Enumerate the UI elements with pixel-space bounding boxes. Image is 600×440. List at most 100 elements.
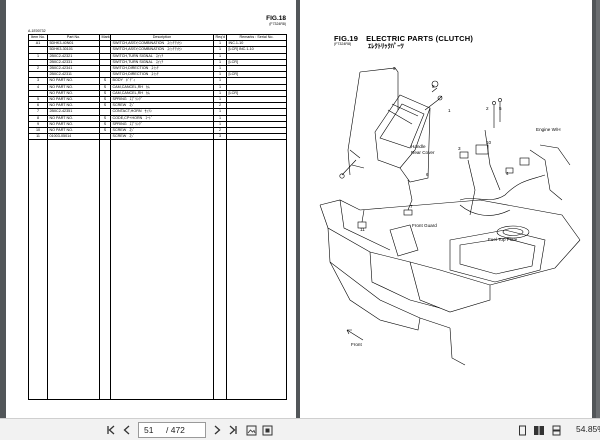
svg-text:9: 9 xyxy=(393,66,396,71)
last-page-icon xyxy=(229,425,237,435)
first-page-icon xyxy=(107,425,115,435)
figure-title-jp: ｴﾚｸﾄﾘｯｸﾊﾟｰﾂ xyxy=(368,43,404,50)
svg-text:4: 4 xyxy=(506,171,509,176)
description-jp: ｽｲｯﾁ xyxy=(151,66,159,71)
description-jp: ﾎﾞﾃﾞｨ xyxy=(125,78,136,83)
exploded-parts-diagram: 9 8 1 6 2 5 3 10 4 7 11 Handle Rear Cove… xyxy=(319,66,581,366)
description-jp: ﾈｼﾞ xyxy=(129,103,135,108)
fit-page-icon xyxy=(262,425,272,435)
description-text: CODE,CP+HORN xyxy=(112,115,143,120)
description-text: SCREW xyxy=(112,103,127,108)
description-text: SCREW xyxy=(112,128,127,133)
description-jp: ｽﾌﾟﾘﾝｸﾞ xyxy=(129,97,143,102)
item-number-labels: 9 8 1 6 2 5 3 10 4 7 11 xyxy=(360,66,509,232)
description-text: SCREW xyxy=(112,134,127,139)
svg-text:1: 1 xyxy=(448,108,451,113)
page-number-box: / 472 xyxy=(138,422,206,438)
description-text: CAM,CANCEL,RH xyxy=(112,90,144,95)
description-text: CONTACT,HORN xyxy=(112,109,142,114)
cell-rem: [LCR] xyxy=(226,71,287,79)
fit-page-button[interactable] xyxy=(260,423,274,437)
description-text: SWITCH,ASSY,COMBINATION xyxy=(112,47,165,52)
description-jp: ｽｲｯﾁｱｯｾﾝ xyxy=(167,47,182,52)
column-header: Mark xyxy=(99,33,111,42)
first-page-button[interactable] xyxy=(104,423,118,437)
cell-rem xyxy=(226,120,287,129)
svg-text:11: 11 xyxy=(360,227,365,232)
cell-rem xyxy=(226,83,287,91)
svg-text:5: 5 xyxy=(499,106,502,111)
svg-text:7: 7 xyxy=(410,204,413,209)
description-text: SWITCH,ASSY,COMBINATION xyxy=(112,41,165,46)
cell-rem xyxy=(226,102,287,110)
fig-code: (F7324R8) xyxy=(334,42,352,46)
document-viewer[interactable]: FIG.18 (F7324R8) A-1E00732 Item No.Part … xyxy=(0,0,600,418)
cell-rem: [LCR] xyxy=(226,89,287,98)
zoom-level[interactable]: 54.85% xyxy=(576,424,600,434)
cell-rem xyxy=(226,114,287,122)
pdf-toolbar: / 472 54.85% xyxy=(0,418,600,440)
empty-cell xyxy=(47,139,100,400)
save-page-button[interactable] xyxy=(244,423,258,437)
svg-text:10: 10 xyxy=(486,140,492,145)
empty-cell xyxy=(213,139,227,400)
description-text: SPRING xyxy=(112,97,127,102)
description-jp: ｶﾑ xyxy=(146,90,150,95)
callout-front-guard: Front Guard xyxy=(412,223,437,228)
description-jp: ｽｲｯﾁ xyxy=(151,72,159,77)
description-text: BODY xyxy=(112,78,123,83)
pdf-page-left: FIG.18 (F7324R8) A-1E00732 Item No.Part … xyxy=(6,0,296,418)
next-page-button[interactable] xyxy=(210,423,224,437)
description-jp: ｾｯﾃﾝ xyxy=(144,109,152,114)
last-page-button[interactable] xyxy=(226,423,240,437)
callout-engine-wh: Engine W/H xyxy=(536,127,561,132)
description-text: SWITCH,DIRECTION xyxy=(112,72,149,77)
empty-cell xyxy=(226,139,287,400)
diagram-linework xyxy=(319,67,581,366)
cell-rem xyxy=(226,64,287,73)
previous-page-icon xyxy=(123,425,130,435)
page-number-input[interactable] xyxy=(144,425,166,435)
previous-page-button[interactable] xyxy=(120,423,134,437)
model-number: A-1E00732 xyxy=(28,29,46,33)
cell-rem xyxy=(226,77,287,85)
callout-rear-cover: Rear Cover xyxy=(411,150,435,155)
description-text: SWITCH,TURN SIGNAL xyxy=(112,53,153,58)
cell-rem: [LCR] xyxy=(226,58,287,67)
callout-front: Front xyxy=(351,342,362,347)
column-header: Req'd xyxy=(213,33,227,42)
two-page-icon xyxy=(534,425,544,435)
next-page-icon xyxy=(214,425,221,435)
description-text: SWITCH,DIRECTION xyxy=(112,66,149,71)
description-jp: ﾈｼﾞ xyxy=(129,134,135,139)
vertical-scrollbar[interactable] xyxy=(596,0,600,418)
column-header: Remarks : Serial No. xyxy=(226,33,287,42)
cell-rem xyxy=(226,133,287,141)
fig-code: (F7324R8) xyxy=(269,22,286,26)
figure-title-text: ELECTRIC PARTS (CLUTCH) xyxy=(366,34,474,43)
figure-title: FIG.19 ELECTRIC PARTS (CLUTCH) xyxy=(334,34,473,43)
two-page-view-button[interactable] xyxy=(532,423,546,437)
continuous-view-button[interactable] xyxy=(549,423,563,437)
svg-text:6: 6 xyxy=(426,172,429,177)
description-jp: ｽｲｯﾁｱｯｾﾝ xyxy=(167,41,182,46)
cell-rem xyxy=(226,108,287,116)
fig-number: FIG.18 xyxy=(266,15,286,22)
single-page-view-button[interactable] xyxy=(515,423,529,437)
fig-number: FIG.19 xyxy=(334,34,359,43)
